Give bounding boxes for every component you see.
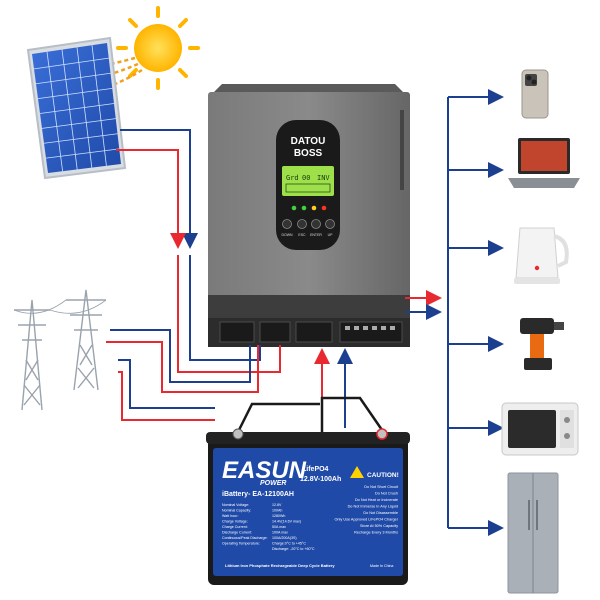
inverter-terminals (219, 321, 403, 343)
panel-grid-line (37, 87, 113, 100)
battery-terminal-negative (232, 428, 244, 440)
battery: EASUN POWER LifePO4 12.8V-100Ah iBattery… (206, 428, 410, 585)
inverter: DATOU BOSS Grd 00 INV DOWN ESC ENTER UP (208, 84, 410, 347)
spec-value: 12.8V (272, 503, 282, 507)
caution-item: Do Not Heat or Incinerate (355, 498, 398, 502)
battery-spec-table: Nominal Voltage: 12.8V Nominal Capacity: 10… (222, 503, 315, 551)
spec-label: Discharge Current: (222, 531, 252, 535)
spec-label: Charge Voltage: (222, 520, 248, 524)
spec-value: 100A/200A(3S) (272, 536, 297, 540)
power-tower-icon (13, 289, 107, 411)
battery-model: iBattery- EA-12100AH (222, 491, 294, 498)
refrigerator-icon (507, 472, 559, 594)
spec-value: 100A max (272, 531, 288, 535)
kettle-icon (514, 227, 569, 284)
esc-button[interactable] (297, 219, 307, 229)
caution-item: Do Not Crush (375, 492, 398, 496)
esc-button-label: ESC (298, 233, 306, 237)
spec-label: Nominal Voltage: (222, 503, 249, 507)
down-button-label: DOWN (281, 233, 293, 237)
smartphone-icon (521, 69, 549, 119)
enter-button[interactable] (311, 219, 321, 229)
caution-item: Only Use Approved LiFePO4 Charger (334, 518, 398, 522)
panel-grid-line (33, 57, 109, 70)
panel-grid-line (45, 148, 120, 159)
spec-label: Continuous/Peak Discharge: (222, 536, 268, 540)
caution-title: CAUTION! (367, 472, 399, 479)
warning-icon (350, 466, 364, 478)
lcd-screen (282, 166, 334, 196)
panel-grid-line (35, 72, 111, 85)
caution-item: Store At 50% Capacity (360, 524, 398, 528)
battery-logo-sub: POWER (260, 480, 286, 487)
caution-item: Do Not Immerse In Any Liquid (348, 505, 398, 509)
up-button-label: UP (328, 233, 334, 237)
lcd-grid-label: Grd (286, 174, 299, 182)
led-indicator (321, 205, 327, 211)
panel-grid-line (41, 118, 116, 129)
spec-value: 100Ah (272, 509, 282, 513)
drill-icon (520, 318, 564, 370)
made-in-label: Made In China (370, 564, 393, 568)
battery-chemistry: LifePO4 (302, 466, 329, 473)
battery-terminal-positive (376, 428, 388, 440)
brand-line2: BOSS (294, 148, 323, 159)
lcd-inv-label: INV (317, 174, 330, 182)
caution-item: Do Not Disassemble (363, 511, 398, 515)
led-indicator (311, 205, 317, 211)
battery-footer: Lithium Iron Phosphate Rechargeable Deep… (225, 563, 335, 568)
brand-line1: DATOU (291, 136, 326, 147)
led-indicator (291, 205, 297, 211)
caution-item: Do Not Short Circuit (364, 485, 399, 489)
spec-label: Watt hour: (222, 514, 238, 518)
panel-grid-line (39, 103, 115, 114)
spec-value: 1280Wh (272, 514, 285, 518)
battery-rating: 12.8V-100Ah (300, 476, 341, 483)
enter-button-label: ENTER (310, 233, 322, 237)
caution-item: Recharge Every 3 Months (354, 531, 398, 535)
panel-grid-line (43, 133, 118, 144)
spec-value: 14.4V(14.6V max) (272, 520, 301, 524)
solar-panel (26, 36, 127, 180)
microwave-icon (501, 402, 579, 456)
spec-value: 50A max (272, 525, 286, 529)
spec-value: Discharge: -20°C to +60°C (272, 547, 315, 551)
spec-label: Charge Current: (222, 525, 248, 529)
spec-label: Nominal Capacity: (222, 509, 251, 513)
lcd-center-value: 00 (302, 174, 310, 182)
wiring (106, 89, 504, 536)
spec-label: Operating Temperature: (222, 542, 260, 546)
up-button[interactable] (325, 219, 335, 229)
led-indicator (301, 205, 307, 211)
down-button[interactable] (282, 219, 292, 229)
laptop-icon (508, 138, 580, 188)
caution-list: Do Not Short Circuit Do Not Crush Do Not H… (334, 485, 398, 535)
battery-logo-main: EASUN (222, 457, 307, 484)
spec-value: Charge:0°C to +45°C (272, 542, 306, 546)
